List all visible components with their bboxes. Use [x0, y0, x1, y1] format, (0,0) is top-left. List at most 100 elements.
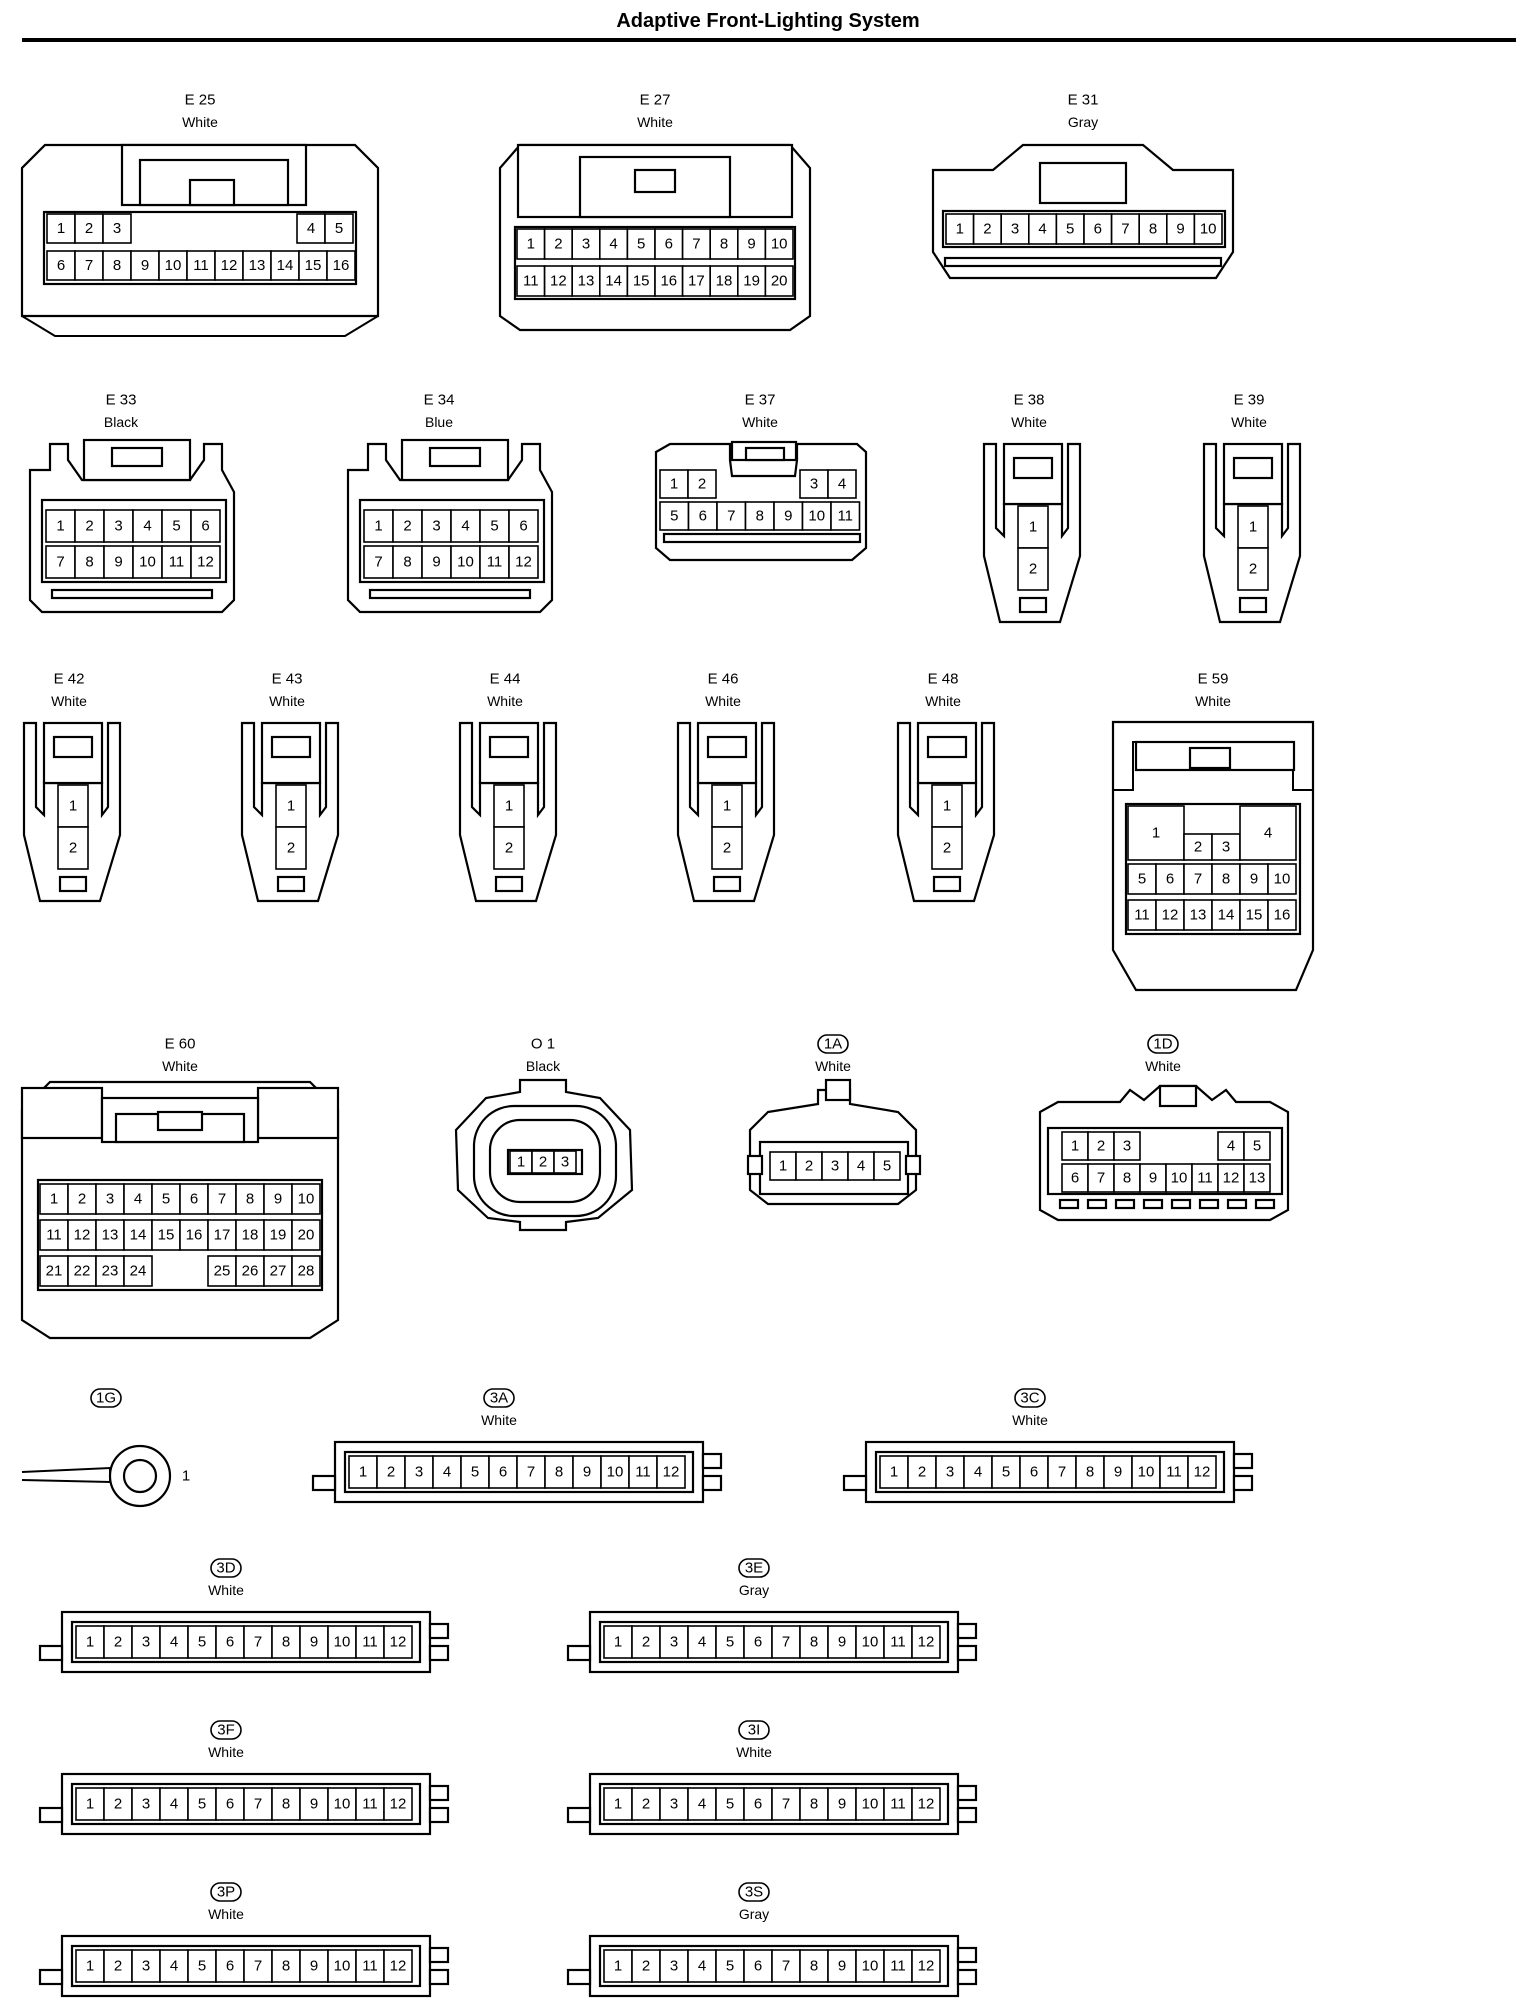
shape	[188, 178, 236, 207]
pin-label: 1	[956, 221, 964, 238]
pin-label: 3	[142, 1958, 150, 1975]
pin-cell	[1267, 899, 1297, 931]
shape	[1232, 1452, 1254, 1470]
pin-label: 13	[249, 257, 266, 274]
pin-label: 10	[1138, 1464, 1155, 1481]
pin-label: 10	[862, 1634, 879, 1651]
pin-label: 1	[287, 798, 295, 815]
pin-label: 11	[362, 1958, 378, 1975]
pin-cell	[743, 1625, 773, 1659]
pin-label: 1	[374, 518, 382, 535]
pin-label: 2	[698, 476, 706, 493]
shape	[1237, 547, 1269, 591]
shape	[20, 1086, 104, 1140]
connector-color-label: White	[487, 693, 523, 709]
pin-cell	[516, 1455, 546, 1489]
pin-label: 1	[527, 236, 535, 253]
shape	[956, 1946, 978, 1964]
pin-cell	[326, 250, 356, 281]
pin-label: 6	[1094, 221, 1102, 238]
connector-color-label: White	[705, 693, 741, 709]
shape	[493, 784, 525, 828]
pin-label: 7	[254, 1958, 262, 1975]
pin-cell	[598, 265, 629, 297]
pin-label: 1	[1249, 519, 1257, 536]
pin-label: 16	[186, 1227, 203, 1244]
pin-label: 9	[583, 1464, 591, 1481]
connector-id-label: E 31	[1068, 92, 1099, 109]
pin-cell	[911, 1625, 941, 1659]
pin-label: 4	[698, 1796, 706, 1813]
pin-label: 12	[1223, 1170, 1240, 1187]
pin-cell	[131, 1625, 161, 1659]
shape	[57, 784, 89, 828]
shape	[488, 735, 530, 759]
pin-label: 2	[1249, 561, 1257, 578]
pin-label: 9	[747, 236, 755, 253]
pin-label: 3	[946, 1464, 954, 1481]
pin-cell	[659, 1949, 689, 1983]
pin-cell	[450, 509, 481, 543]
shape	[824, 1078, 852, 1102]
connector-id-label: E 38	[1014, 392, 1045, 409]
pin-label: 22	[74, 1263, 91, 1280]
pin-label: 20	[771, 273, 788, 290]
pin-cell	[1243, 1163, 1271, 1193]
pin-cell	[132, 545, 163, 579]
pin-cell	[103, 545, 134, 579]
pin-cell	[709, 228, 739, 260]
pin-label: 15	[158, 1227, 175, 1244]
pin-label: 2	[85, 518, 93, 535]
pin-label: 10	[334, 1634, 351, 1651]
pin-label: 6	[699, 508, 707, 525]
pin-cell	[75, 1625, 105, 1659]
pin-cell	[39, 1183, 69, 1215]
shape	[256, 1086, 340, 1140]
pin-cell	[45, 509, 76, 543]
pin-label: 7	[782, 1796, 790, 1813]
pin-label: 3	[432, 518, 440, 535]
connector-color-label: White	[925, 693, 961, 709]
pin-label: 4	[698, 1634, 706, 1651]
pin-cell	[1061, 1131, 1089, 1161]
pin-cell	[991, 1455, 1021, 1489]
pin-label: 8	[810, 1958, 818, 1975]
pin-cell	[543, 265, 573, 297]
pin-cell	[132, 509, 163, 543]
pin-cell	[654, 265, 684, 297]
shape	[368, 588, 532, 600]
shape	[493, 826, 525, 870]
pin-label: 5	[1138, 871, 1146, 888]
pin-label: 14	[277, 257, 294, 274]
pin-cell	[263, 1219, 293, 1251]
pin-label: 4	[143, 518, 151, 535]
pin-label: 6	[190, 1191, 198, 1208]
pin-label: 1	[779, 1158, 787, 1175]
pin-label: 13	[102, 1227, 119, 1244]
pin-label: 15	[633, 273, 650, 290]
pin-label: 3	[142, 1796, 150, 1813]
connector-color-label: White	[481, 1412, 517, 1428]
pin-cell	[103, 509, 134, 543]
pin-cell	[659, 1787, 689, 1821]
connector-id-badge	[738, 1558, 770, 1578]
connector-id-label: 1G	[96, 1390, 116, 1407]
pin-label: 3	[561, 1154, 569, 1171]
pin-label: 7	[527, 1464, 535, 1481]
pin-label: 7	[1058, 1464, 1066, 1481]
pin-cell	[187, 1625, 217, 1659]
pin-label: 14	[1218, 907, 1235, 924]
pin-cell	[847, 1151, 875, 1181]
pin-cell	[1243, 1131, 1271, 1161]
pin-cell	[207, 1183, 237, 1215]
pin-label: 5	[198, 1796, 206, 1813]
connector-color-label: White	[1012, 1412, 1048, 1428]
pin-label: 4	[974, 1464, 982, 1481]
pin-label: 2	[287, 840, 295, 857]
pin-label: 16	[333, 257, 350, 274]
